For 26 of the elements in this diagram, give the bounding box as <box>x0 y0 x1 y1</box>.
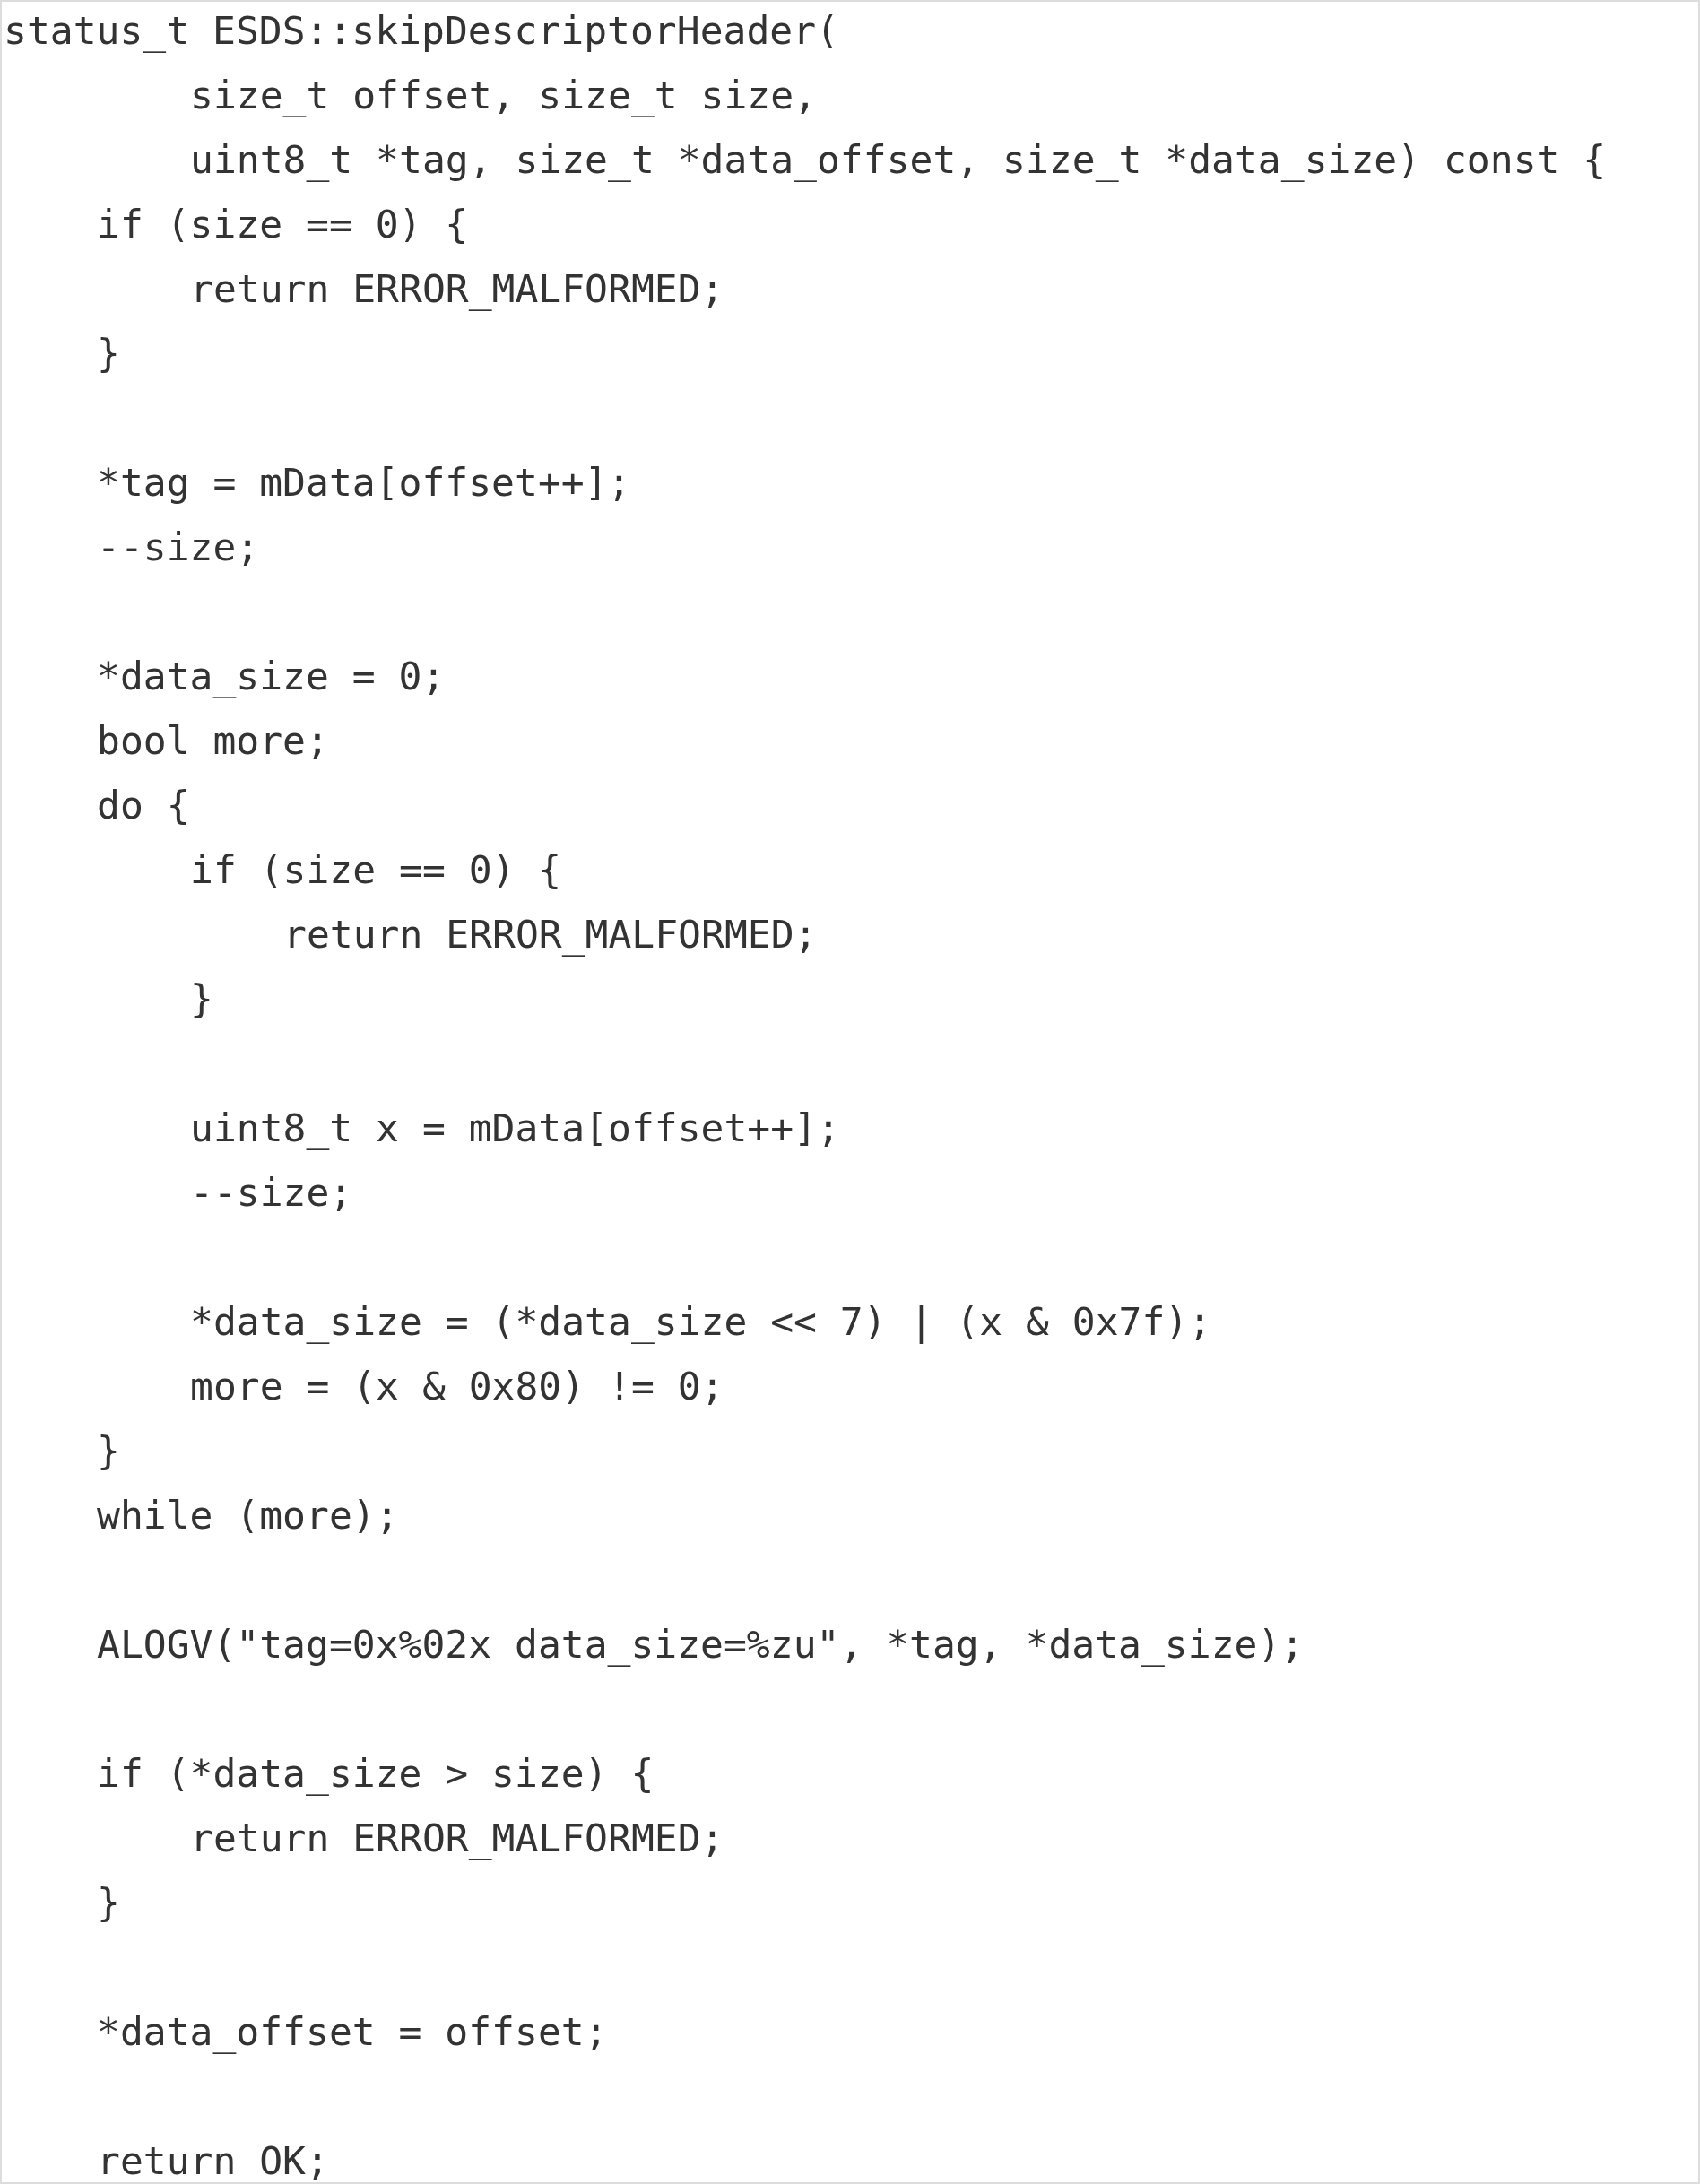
code-line: return ERROR_MALFORMED; <box>283 911 818 958</box>
code-line: uint8_t x = mData[offset++]; <box>190 1105 840 1152</box>
code-line: --size; <box>190 1169 353 1217</box>
code-line: *data_offset = offset; <box>97 2008 608 2056</box>
code-line: if (size == 0) { <box>97 201 469 248</box>
code-line: if (*data_size > size) { <box>97 1750 655 1798</box>
code-line: --size; <box>97 524 260 571</box>
code-line: *data_size = (*data_size << 7) | (x & 0x7f); <box>190 1298 1212 1346</box>
code-line: return ERROR_MALFORMED; <box>190 265 724 313</box>
code-line: } <box>190 975 213 1023</box>
code-line: *data_size = 0; <box>97 653 446 700</box>
code-line: while (more); <box>97 1492 399 1539</box>
code-line: bool more; <box>97 717 329 765</box>
code-line: ALOGV("tag=0x%02x data_size=%zu", *tag, *data_size); <box>97 1621 1305 1668</box>
code-line: status_t ESDS::skipDescriptorHeader( <box>4 7 839 55</box>
code-line: *tag = mData[offset++]; <box>97 459 631 507</box>
code-line: } <box>97 1879 120 1927</box>
code-line: uint8_t *tag, size_t *data_offset, size_t *data_size) const { <box>190 136 1607 184</box>
code-line: more = (x & 0x80) != 0; <box>190 1363 724 1410</box>
code-line: return ERROR_MALFORMED; <box>190 1815 724 1862</box>
code-line: } <box>97 1427 120 1475</box>
code-line: if (size == 0) { <box>190 846 562 894</box>
code-line: return OK; <box>97 2137 329 2184</box>
code-line: do { <box>97 782 190 829</box>
code-line: size_t offset, size_t size, <box>190 72 817 119</box>
code-line: } <box>97 330 120 377</box>
